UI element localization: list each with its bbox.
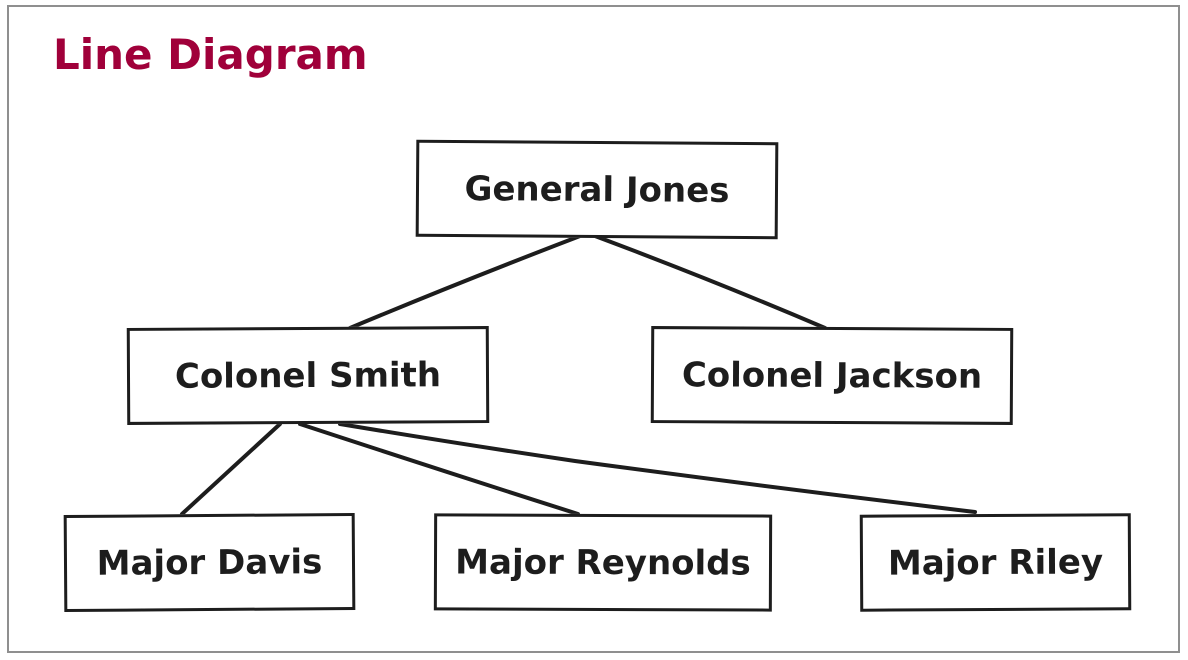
node-label: Colonel Smith: [174, 354, 442, 397]
node-label: General Jones: [464, 168, 730, 211]
node-label: Major Reynolds: [455, 541, 751, 584]
node-major-riley: Major Riley: [859, 513, 1132, 612]
node-label: Major Riley: [887, 541, 1104, 584]
node-major-reynolds: Major Reynolds: [433, 513, 773, 612]
node-label: Major Davis: [96, 541, 323, 584]
node-general-jones: General Jones: [415, 139, 779, 240]
node-major-davis: Major Davis: [63, 512, 356, 613]
page-title: Line Diagram: [53, 30, 368, 79]
node-colonel-smith: Colonel Smith: [126, 326, 490, 425]
node-label: Colonel Jackson: [681, 354, 983, 397]
node-colonel-jackson: Colonel Jackson: [650, 326, 1014, 425]
